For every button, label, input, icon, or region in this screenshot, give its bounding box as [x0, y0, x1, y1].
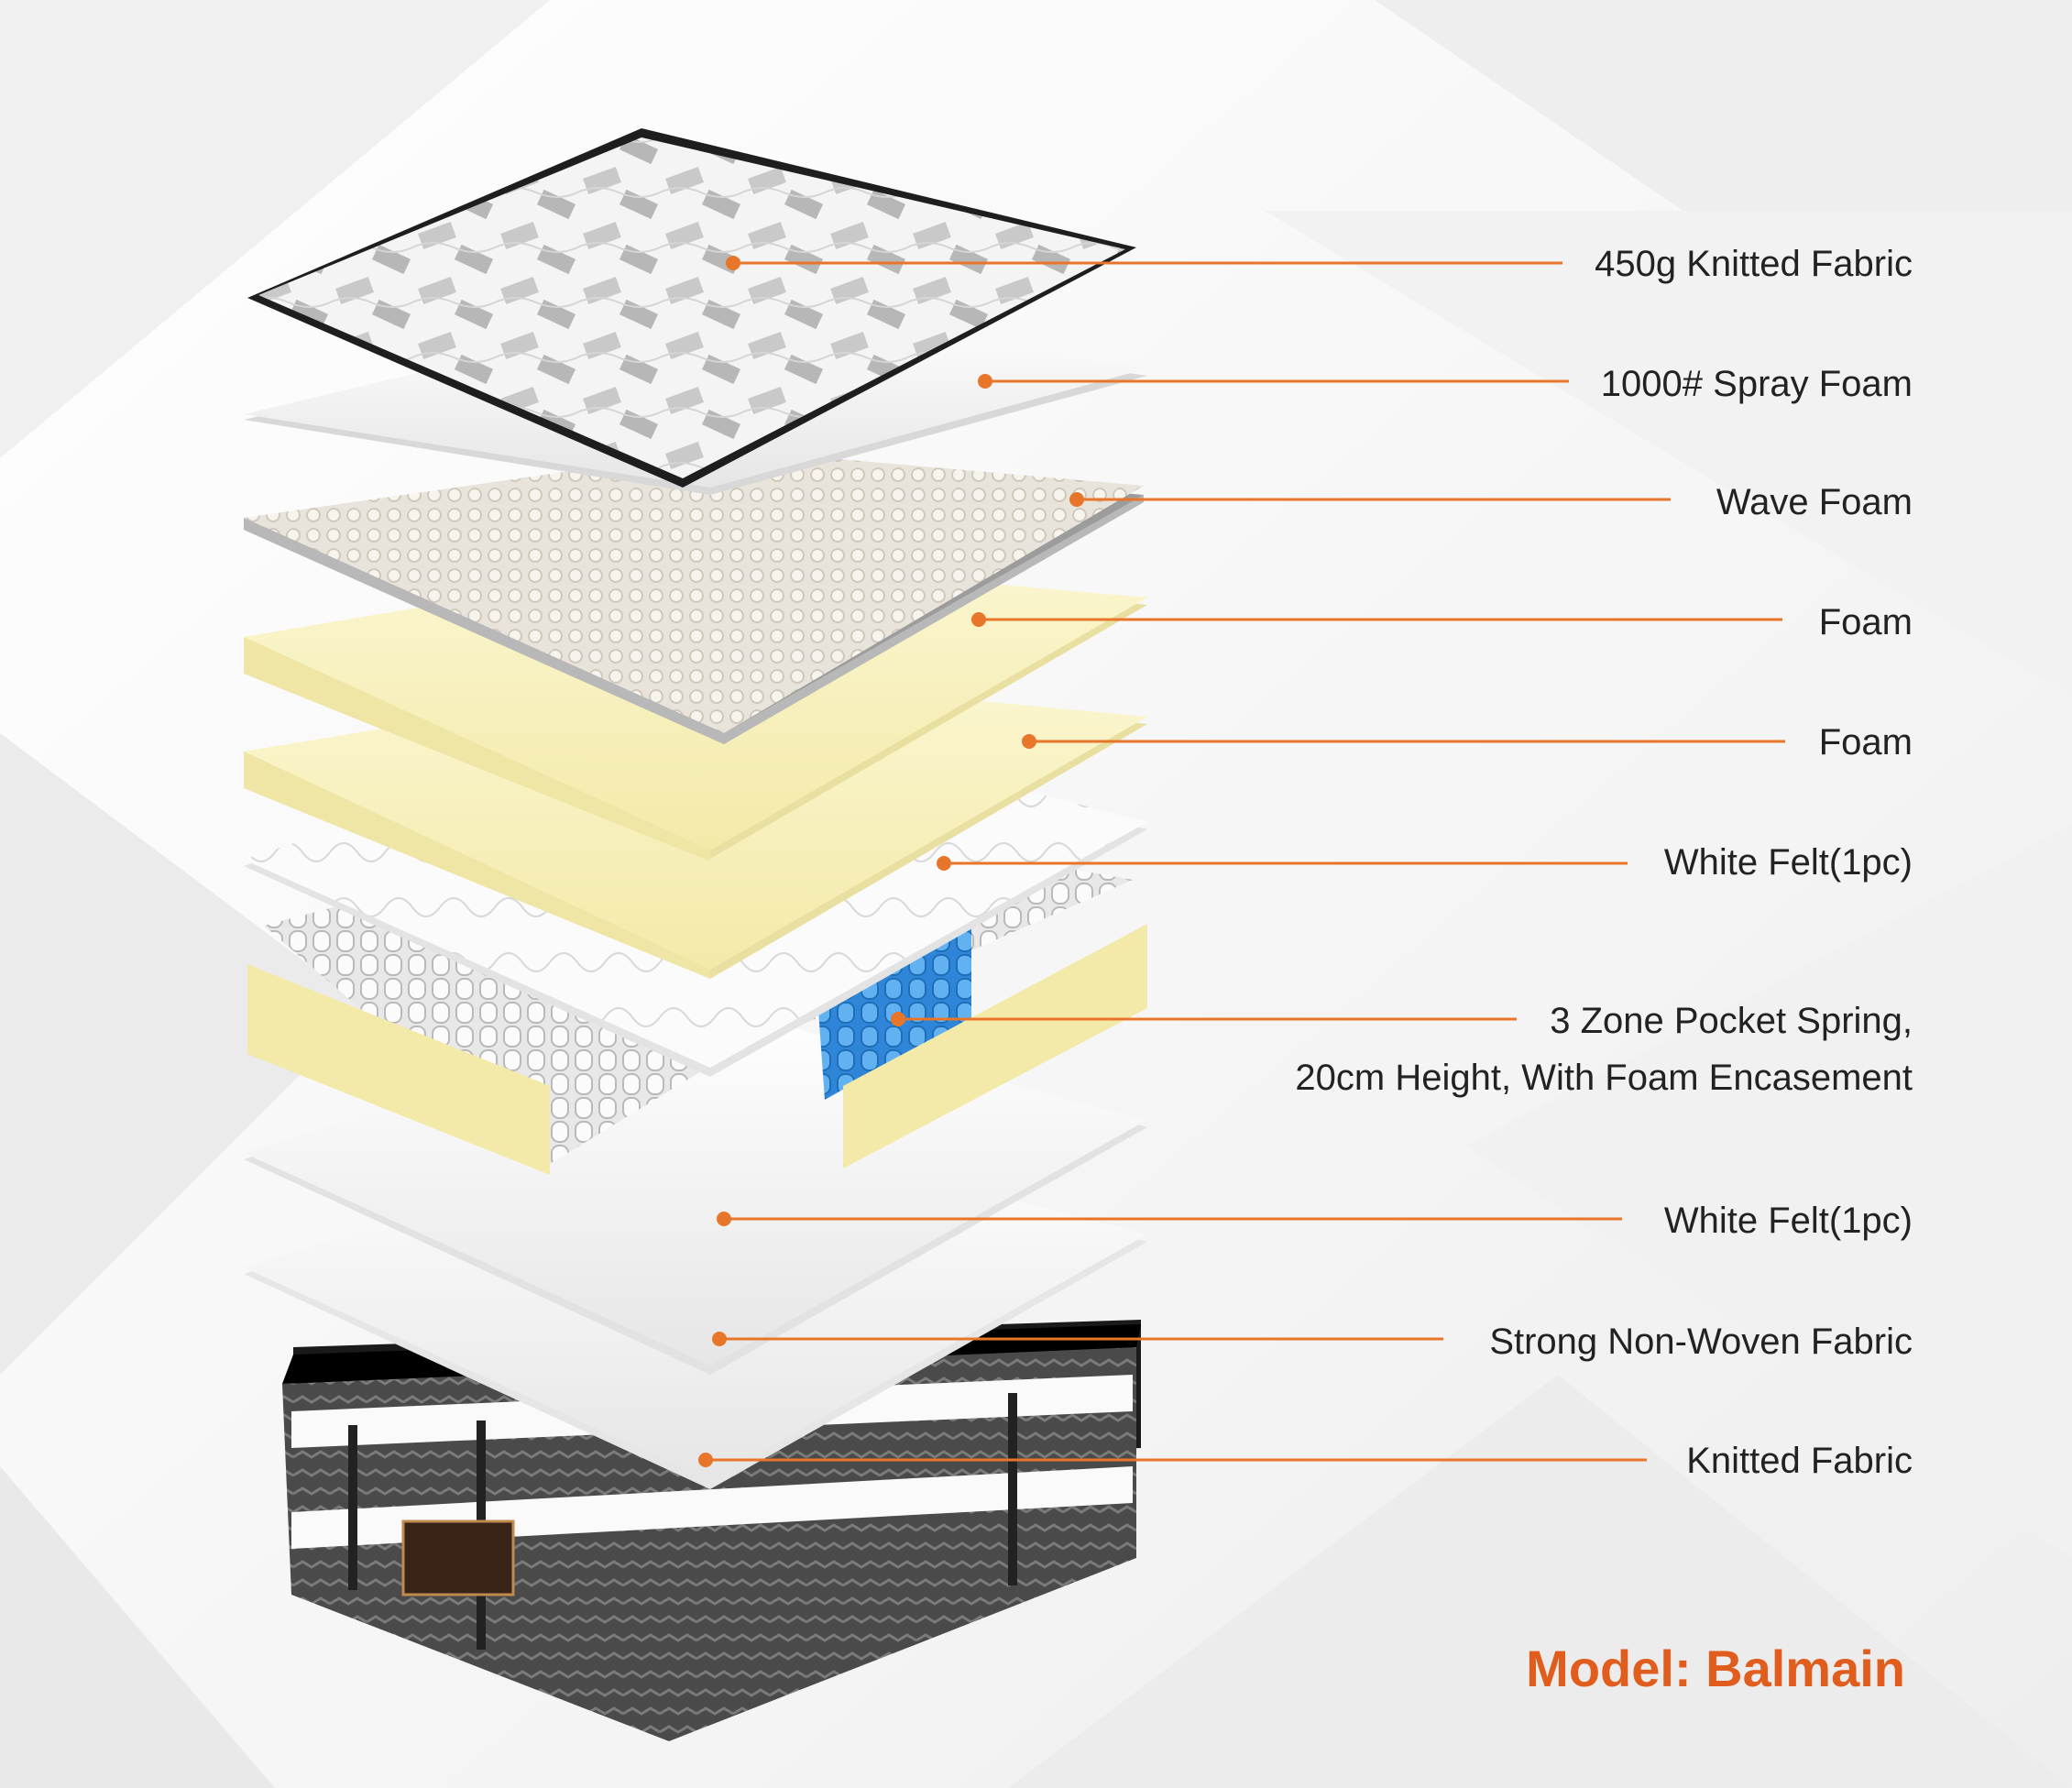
label-foam-2: Foam: [1818, 722, 1913, 762]
label-wave-foam: Wave Foam: [1716, 482, 1913, 522]
leader-dot-1: [978, 374, 992, 389]
label-pocket-spring-line2: 20cm Height, With Foam Encasement: [1295, 1058, 1913, 1098]
leader-dot-6: [891, 1012, 905, 1026]
label-knitted-fabric-bottom: Knitted Fabric: [1686, 1441, 1913, 1481]
label-spray-foam: 1000# Spray Foam: [1600, 364, 1913, 404]
leader-dot-0: [726, 256, 740, 270]
leader-lines: [698, 256, 1785, 1467]
model-label: Model: Balmain: [1526, 1640, 1905, 1697]
label-foam-1: Foam: [1818, 602, 1913, 642]
leader-dot-8: [712, 1332, 727, 1346]
layer-knitted-fabric-top: [247, 128, 1136, 488]
leader-dot-7: [717, 1212, 731, 1226]
label-white-felt-lower: White Felt(1pc): [1663, 1201, 1913, 1241]
leader-dot-9: [698, 1453, 713, 1467]
label-knitted-fabric-top: 450g Knitted Fabric: [1595, 244, 1913, 284]
leader-dot-5: [937, 856, 951, 871]
label-white-felt-upper: White Felt(1pc): [1663, 842, 1913, 883]
leader-dot-3: [971, 612, 986, 627]
label-non-woven: Strong Non-Woven Fabric: [1489, 1322, 1913, 1362]
leader-dot-2: [1069, 492, 1084, 507]
layer-wave-foam: [244, 449, 1144, 744]
leader-dot-4: [1022, 734, 1036, 749]
label-pocket-spring-line1: 3 Zone Pocket Spring,: [1550, 1001, 1913, 1041]
